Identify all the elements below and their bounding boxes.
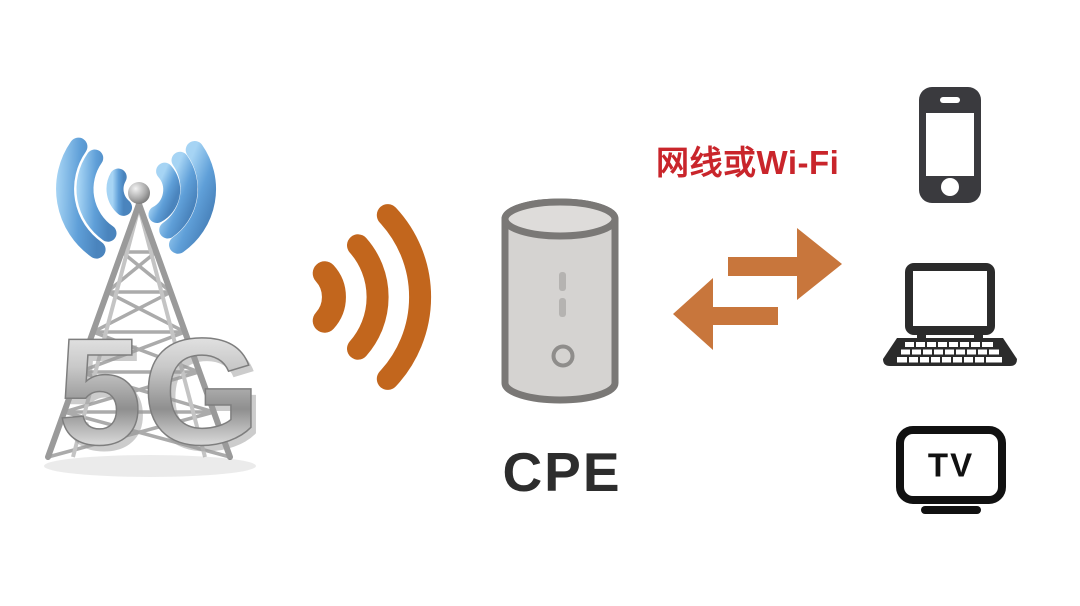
wired-link-label: 网线或Wi-Fi bbox=[656, 144, 840, 181]
tv-icon: TV bbox=[896, 426, 1006, 514]
smartphone-icon bbox=[918, 86, 982, 204]
laptop-keys bbox=[897, 342, 1002, 363]
arrow-left bbox=[673, 278, 778, 350]
cpe-button bbox=[551, 344, 575, 368]
5g-label: 5G bbox=[58, 307, 261, 477]
5g-label-shadow: 5G bbox=[63, 313, 266, 483]
tv-stand bbox=[921, 506, 981, 514]
radio-waves-icon bbox=[56, 137, 217, 259]
tower-inner-legs bbox=[71, 206, 207, 458]
bidirectional-arrows-icon bbox=[660, 220, 855, 360]
cpe-top bbox=[501, 198, 619, 240]
wifi-signal-icon bbox=[298, 200, 438, 395]
phone-speaker bbox=[940, 97, 960, 103]
phone-home-button bbox=[941, 178, 959, 196]
arrow-right bbox=[728, 228, 842, 300]
cpe-indicator-dash-2 bbox=[559, 298, 566, 317]
cpe-indicator-dash-1 bbox=[559, 272, 566, 291]
phone-screen bbox=[926, 113, 974, 176]
5g-base-station-icon: 5G 5G bbox=[28, 112, 272, 484]
tv-label: TV bbox=[928, 447, 974, 484]
laptop-screen bbox=[913, 271, 987, 326]
tv-screen bbox=[896, 426, 1006, 504]
cpe-label: CPE bbox=[502, 441, 622, 503]
tower-shadow bbox=[44, 455, 256, 477]
antenna-ball bbox=[128, 182, 150, 204]
laptop-icon bbox=[882, 263, 1018, 367]
tower-legs bbox=[45, 201, 233, 460]
cpe-router-cylinder-icon bbox=[500, 195, 626, 410]
